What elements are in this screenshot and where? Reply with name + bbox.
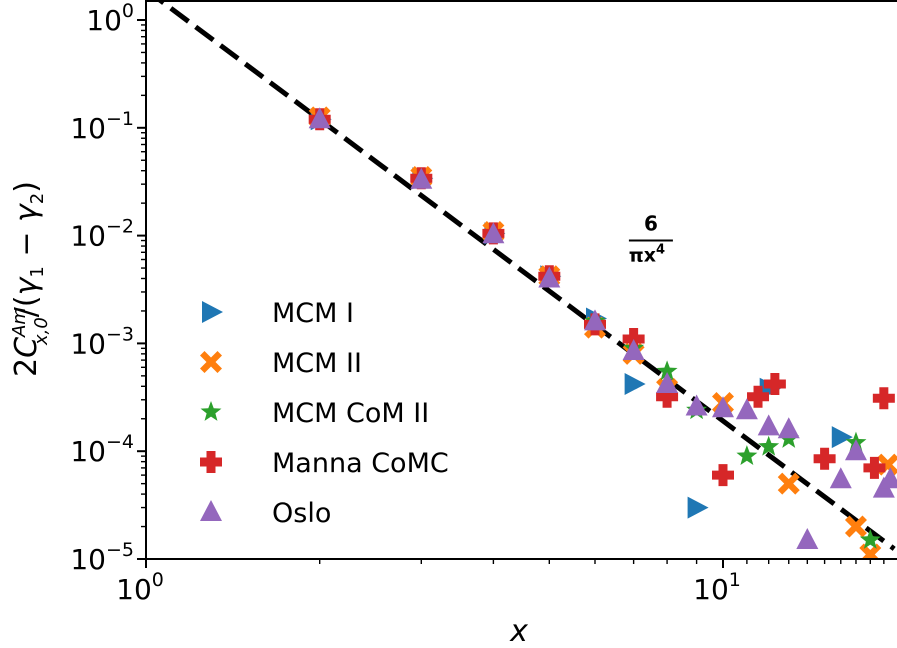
legend-label-manna-comc: Manna CoMC [272, 448, 449, 479]
y-axis-label: 2CAmx,0/(γ1 − γ2) [9, 181, 52, 377]
y-tick-label: 10−5 [70, 539, 134, 576]
legend-marker-mcm-ii [200, 351, 222, 373]
legend-marker-mcm-com-ii [200, 401, 222, 421]
point-mcm-i [831, 426, 853, 449]
point-manna-comc [872, 387, 895, 410]
y-tick-label: 10−3 [70, 323, 134, 360]
point-mcm-com-ii [656, 360, 678, 381]
point-manna-comc [622, 327, 645, 350]
point-manna-comc [863, 456, 886, 479]
point-oslo [538, 266, 561, 288]
point-mcm-ii [777, 472, 800, 495]
point-oslo [829, 467, 852, 489]
reference-line-6-over-pi-x4 [155, 0, 896, 551]
legend-marker-manna-comc [200, 451, 222, 473]
legend-marker-mcm-i [202, 301, 223, 323]
point-oslo [796, 528, 819, 550]
x-tick-label: 100 [116, 569, 164, 606]
point-mcm-i [687, 496, 709, 519]
point-mcm-ii [844, 515, 867, 538]
plot-area [155, 0, 897, 559]
point-manna-comc [763, 373, 786, 396]
annotation-denominator: πx4 [629, 243, 665, 267]
legend-label-mcm-ii: MCM II [272, 348, 362, 379]
y-tick-label: 100 [86, 0, 134, 37]
point-mcm-i [624, 373, 646, 396]
point-oslo [735, 398, 758, 420]
y-tick-label: 10−4 [70, 431, 134, 468]
annotation-numerator: 6 [644, 212, 658, 236]
x-axis-label: x [509, 614, 528, 648]
y-tick-label: 10−1 [70, 108, 134, 145]
legend-marker-oslo [200, 500, 222, 521]
point-oslo [308, 107, 331, 129]
legend-label-mcm-com-ii: MCM CoM II [272, 398, 429, 429]
point-mcm-com-ii [859, 529, 881, 549]
legend-label-mcm-i: MCM I [272, 298, 354, 329]
legend-label-oslo: Oslo [272, 498, 331, 529]
y-tick-label: 10−2 [70, 216, 134, 253]
point-manna-comc [813, 447, 836, 470]
point-oslo [844, 439, 867, 461]
point-oslo [777, 417, 800, 439]
point-mcm-com-ii [758, 435, 780, 456]
point-oslo [757, 414, 780, 436]
axis-labels: x 2CAmx,0/(γ1 − γ2) [9, 181, 528, 648]
point-manna-comc [656, 385, 679, 408]
point-oslo [712, 396, 734, 418]
point-mcm-com-ii [736, 445, 758, 466]
point-oslo [410, 167, 433, 189]
point-manna-comc [712, 464, 734, 487]
data-markers [308, 106, 897, 559]
point-manna-comc [747, 385, 770, 408]
x-tick-label: 101 [693, 569, 741, 606]
point-oslo [656, 372, 679, 394]
point-oslo [622, 339, 645, 361]
point-oslo [482, 222, 505, 244]
point-oslo [879, 467, 897, 489]
plot-frame [145, 0, 897, 560]
point-oslo [583, 309, 606, 331]
legend: MCM I MCM II MCM CoM II Manna CoMC Oslo [200, 298, 449, 529]
point-oslo [685, 394, 708, 416]
